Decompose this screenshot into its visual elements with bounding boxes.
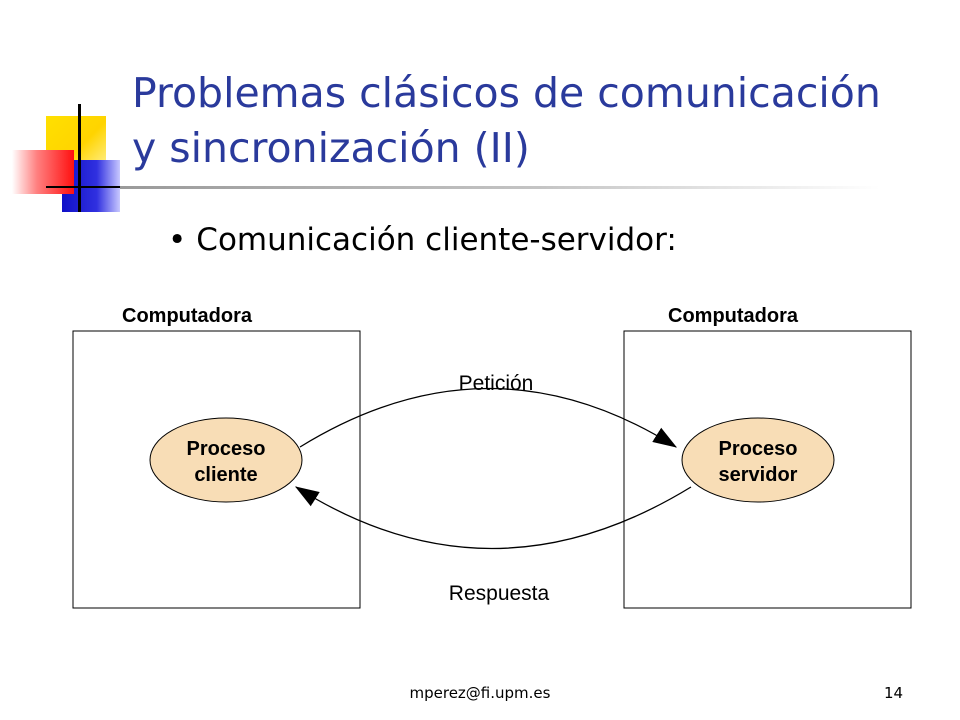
logo-horizontal-line <box>46 186 136 188</box>
right-computer-label: Computadora <box>668 305 799 327</box>
client-process-label-line-2: cliente <box>194 464 257 486</box>
bullet-text: Comunicación cliente-servidor: <box>196 222 677 258</box>
server-process-label-line-1: Proceso <box>719 438 798 460</box>
response-arrow <box>294 486 692 550</box>
bullet-item: •Comunicación cliente-servidor: <box>168 222 677 258</box>
left-computer-box <box>72 330 361 609</box>
request-label: Petición <box>459 372 534 395</box>
bullet-dot-icon: • <box>168 222 187 258</box>
footer-email: mperez@fi.upm.es <box>409 684 551 702</box>
slide-title-line-2: y sincronización (II) <box>132 124 530 172</box>
footer-page-number: 14 <box>884 684 904 702</box>
client-process-label-line-1: Proceso <box>187 438 266 460</box>
left-computer-label: Computadora <box>122 305 253 327</box>
client-process-node <box>149 417 303 503</box>
server-process-label-line-2: servidor <box>719 464 798 486</box>
slide-logo-decoration <box>0 0 140 220</box>
slide-title-line-1: Problemas clásicos de comunicación <box>132 69 881 117</box>
title-underline <box>120 186 880 189</box>
server-process-node <box>681 417 835 503</box>
slide-title: Problemas clásicos de comunicación y sin… <box>132 66 932 176</box>
logo-vertical-line <box>78 104 81 212</box>
response-label: Respuesta <box>449 582 550 605</box>
request-arrow <box>299 387 678 448</box>
